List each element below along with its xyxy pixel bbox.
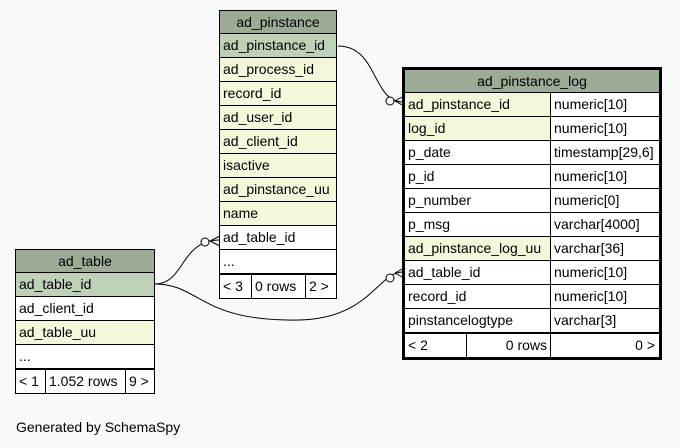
table-footer: < 2 0 rows 0 > [405, 333, 659, 357]
column-row[interactable]: ad_process_id [220, 58, 336, 82]
column-row[interactable]: ad_table_uu [16, 321, 154, 345]
edge-log-to-pinstance [337, 45, 404, 103]
column-name: ad_pinstance_log_uu [405, 237, 551, 260]
column-row[interactable]: ad_pinstance_id numeric[10] [405, 93, 659, 117]
column-name: ad_table_id [223, 229, 296, 245]
column-row-more[interactable]: ... [16, 345, 154, 369]
column-row[interactable]: p_number numeric[0] [405, 189, 659, 213]
edge-log-to-pinstance-end [385, 96, 395, 106]
table-footer: < 3 0 rows 2 > [220, 274, 336, 298]
column-row[interactable]: ad_pinstance_log_uu varchar[36] [405, 237, 659, 261]
row-count: 0 rows [252, 275, 306, 298]
column-row[interactable]: ad_table_id [220, 226, 336, 250]
column-name: p_id [405, 165, 551, 188]
column-row[interactable]: pinstancelogtype varchar[3] [405, 309, 659, 333]
table-footer: < 1 1.052 rows 9 > [16, 369, 154, 393]
generated-by-label: Generated by SchemaSpy [16, 419, 181, 435]
parents-count[interactable]: < 2 [405, 334, 467, 357]
column-name: ad_process_id [223, 61, 315, 77]
column-name: ad_client_id [223, 133, 298, 149]
column-row[interactable]: ad_client_id [220, 130, 336, 154]
column-row[interactable]: record_id numeric[10] [405, 285, 659, 309]
parents-count[interactable]: < 3 [220, 275, 252, 298]
column-name: name [223, 205, 259, 221]
column-type: varchar[4000] [551, 213, 659, 236]
children-count[interactable]: 2 > [309, 278, 329, 294]
column-type: timestamp[29,6] [551, 141, 659, 164]
column-type: numeric[10] [551, 117, 659, 140]
column-row[interactable]: ad_pinstance_uu [220, 178, 336, 202]
column-name: ... [223, 253, 235, 269]
column-row[interactable]: p_id numeric[10] [405, 165, 659, 189]
column-type: varchar[36] [551, 237, 659, 260]
column-name: ad_table_id [19, 276, 92, 292]
column-name: ad_user_id [223, 109, 293, 125]
table-ad-pinstance-log[interactable]: ad_pinstance_log ad_pinstance_id numeric… [402, 67, 662, 360]
table-ad-table[interactable]: ad_table ad_table_id ad_client_id ad_tab… [15, 249, 155, 394]
row-count: 0 rows [467, 334, 551, 357]
edge-log-to-table-end [385, 273, 395, 283]
parents-count[interactable]: < 1 [16, 370, 46, 393]
column-name: p_date [405, 141, 551, 164]
edge-pinstance-to-table-end [200, 237, 210, 247]
column-row[interactable]: ad_client_id [16, 297, 154, 321]
edge-pinstance-to-table [154, 239, 221, 285]
column-type: numeric[10] [551, 93, 659, 116]
column-name: record_id [223, 85, 282, 101]
column-name: ad_table_id [405, 261, 551, 284]
column-name: p_msg [405, 213, 551, 236]
column-row[interactable]: ad_table_id numeric[10] [405, 261, 659, 285]
column-type: numeric[10] [551, 261, 659, 284]
column-name: ad_table_uu [19, 324, 97, 340]
table-title[interactable]: ad_pinstance [220, 11, 336, 34]
column-name: ad_pinstance_id [223, 37, 325, 53]
column-type: numeric[10] [551, 285, 659, 308]
column-name: record_id [405, 285, 551, 308]
column-name: ad_pinstance_id [405, 93, 551, 116]
column-name: isactive [223, 157, 270, 173]
edge-log-to-table [154, 271, 404, 321]
column-row[interactable]: name [220, 202, 336, 226]
edge-pinstance-to-table-crow [209, 235, 221, 247]
children-count[interactable]: 0 > [635, 337, 655, 353]
column-row[interactable]: ad_pinstance_id [220, 34, 336, 58]
children-count[interactable]: 9 > [129, 373, 149, 389]
column-name: ... [19, 348, 31, 364]
column-row[interactable]: log_id numeric[10] [405, 117, 659, 141]
column-name: ad_pinstance_uu [223, 181, 330, 197]
column-name: log_id [405, 117, 551, 140]
row-count: 1.052 rows [46, 370, 126, 393]
column-type: numeric[0] [551, 189, 659, 212]
column-type: numeric[10] [551, 165, 659, 188]
column-row[interactable]: record_id [220, 82, 336, 106]
table-title[interactable]: ad_pinstance_log [405, 70, 659, 93]
column-row[interactable]: ad_table_id [16, 273, 154, 297]
table-ad-pinstance[interactable]: ad_pinstance ad_pinstance_id ad_process_… [219, 10, 337, 299]
column-row[interactable]: isactive [220, 154, 336, 178]
column-name: p_number [405, 189, 551, 212]
column-row-more[interactable]: ... [220, 250, 336, 274]
table-title[interactable]: ad_table [16, 250, 154, 273]
column-name: pinstancelogtype [405, 309, 551, 332]
column-name: ad_client_id [19, 300, 94, 316]
column-row[interactable]: p_msg varchar[4000] [405, 213, 659, 237]
column-row[interactable]: p_date timestamp[29,6] [405, 141, 659, 165]
column-type: varchar[3] [551, 309, 659, 332]
column-row[interactable]: ad_user_id [220, 106, 336, 130]
